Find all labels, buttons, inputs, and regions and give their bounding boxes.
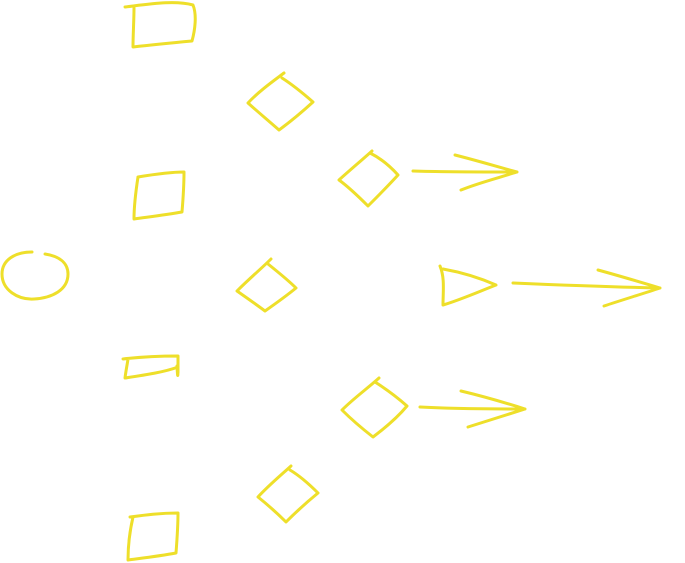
arrow-connector	[418, 389, 527, 429]
rectangle-node	[132, 170, 186, 221]
diamond-node	[246, 71, 315, 132]
diamond-node	[256, 464, 320, 524]
diamond-node	[340, 376, 409, 439]
circle-node	[0, 250, 70, 301]
triangle-node	[438, 264, 498, 307]
diamond-node	[235, 257, 298, 313]
arrow-connector	[511, 268, 662, 308]
rectangle-node	[126, 511, 180, 562]
rectangle-node	[123, 1, 197, 49]
arrow-connector	[411, 153, 519, 192]
rectangle-node	[121, 354, 180, 380]
diamond-node	[337, 149, 400, 208]
